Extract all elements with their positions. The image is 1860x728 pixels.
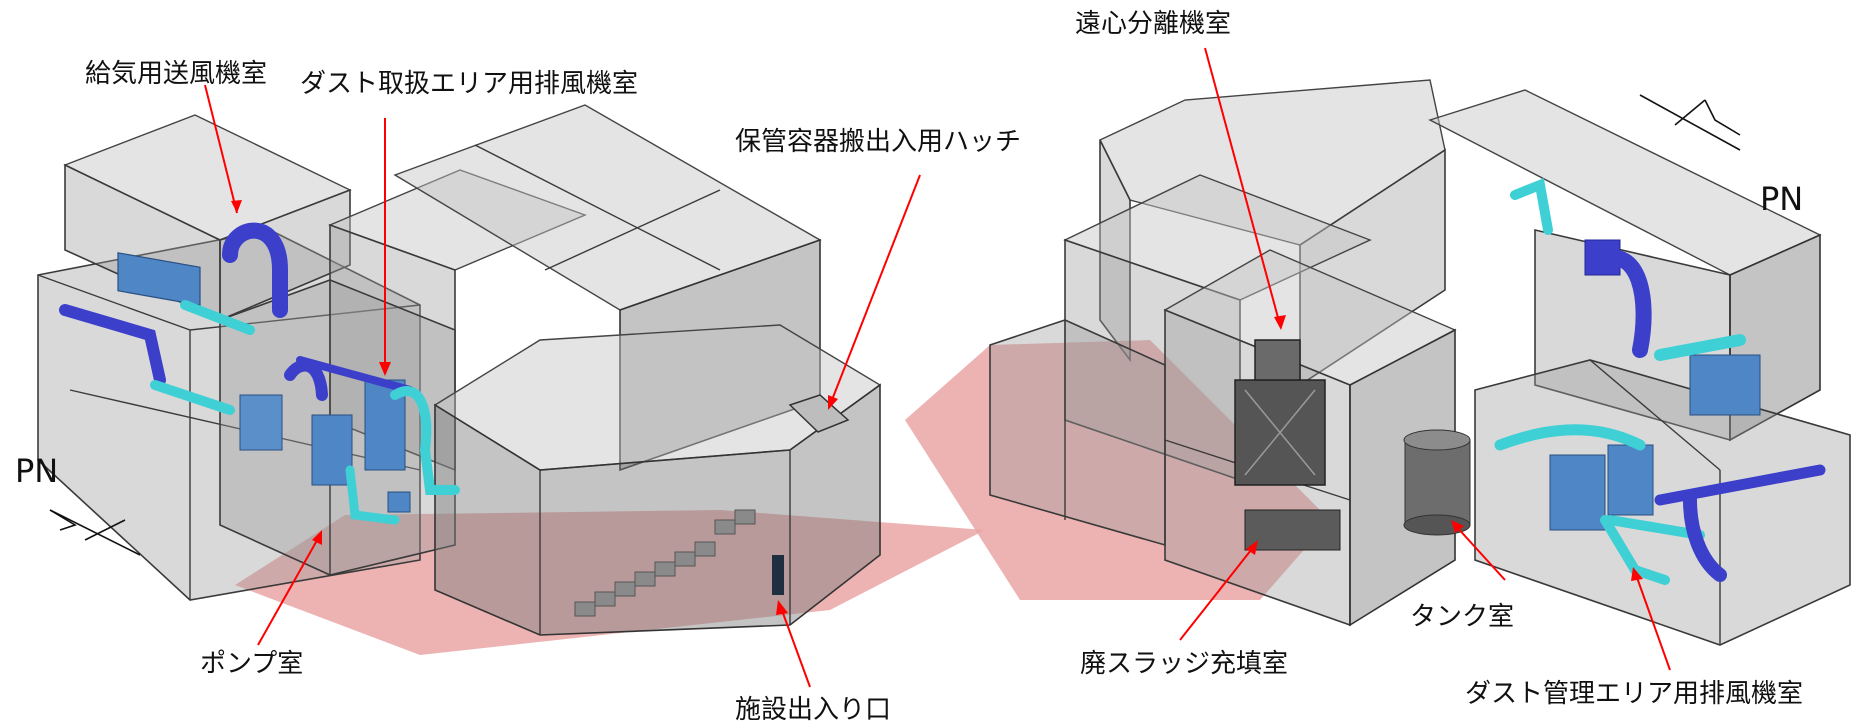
- front-hall-walls: [434, 383, 881, 636]
- filter-box: [239, 394, 283, 451]
- label-dust-mgmt-exhaust: ダスト管理エリア用排風機室: [1465, 679, 1803, 709]
- right-building: [905, 79, 1851, 646]
- left-ducts: [59, 222, 460, 525]
- stairs-left: [574, 509, 756, 617]
- label-tank-room: タンク室: [1410, 602, 1514, 632]
- label-sludge-room: 廃スラッジ充填室: [1080, 649, 1288, 679]
- exhaust-tank-right-2: [1607, 444, 1654, 516]
- leader-centrifuge: [1204, 47, 1281, 326]
- exhaust-fan-housing: [1689, 354, 1761, 416]
- person-figure: [772, 555, 784, 595]
- label-pn-right: PN: [1760, 180, 1803, 218]
- right-equipment: [1549, 239, 1761, 531]
- leader-tank-room: [1454, 524, 1506, 581]
- north-symbol-left: [49, 509, 141, 556]
- leader-supply-fan-room: [204, 84, 238, 214]
- labels: 給気用送風機室 ダスト取扱エリア用排風機室 保管容器搬出入用ハッチ ポンプ室 施…: [15, 9, 1803, 725]
- label-pump-room: ポンプ室: [200, 649, 303, 679]
- label-supply-fan-room: 給気用送風機室: [85, 59, 267, 89]
- leader-dust-mgmt: [1634, 571, 1671, 671]
- label-dust-area-exhaust: ダスト取扱エリア用排風機室: [300, 69, 638, 99]
- leader-pump-room: [257, 534, 321, 646]
- sludge-filler: [1244, 509, 1341, 551]
- north-symbol-right: [1639, 94, 1741, 151]
- hatch: [788, 394, 850, 433]
- leader-entrance: [779, 604, 811, 688]
- leader-hatch: [829, 174, 921, 406]
- centrifuge-machine: [1234, 339, 1326, 486]
- right-ducts: [1494, 178, 1826, 585]
- tank: [1403, 429, 1471, 536]
- label-entrance: 施設出入り口: [735, 695, 891, 725]
- exhaust-tank-right-1: [1549, 454, 1606, 531]
- supply-fan-unit: [117, 252, 201, 306]
- label-pn-left: PN: [15, 452, 58, 490]
- left-floor-pad: [235, 510, 985, 655]
- leader-lines: [204, 47, 1671, 688]
- left-equipment: [117, 252, 411, 513]
- right-floor-pad: [905, 340, 1330, 600]
- label-centrifuge-room: 遠心分離機室: [1075, 9, 1231, 39]
- pump-unit: [387, 491, 411, 513]
- left-building: [37, 104, 985, 655]
- label-hatch: 保管容器搬出入用ハッチ: [735, 127, 1021, 157]
- exhaust-tank-1: [311, 414, 353, 486]
- leader-sludge-room: [1179, 544, 1256, 641]
